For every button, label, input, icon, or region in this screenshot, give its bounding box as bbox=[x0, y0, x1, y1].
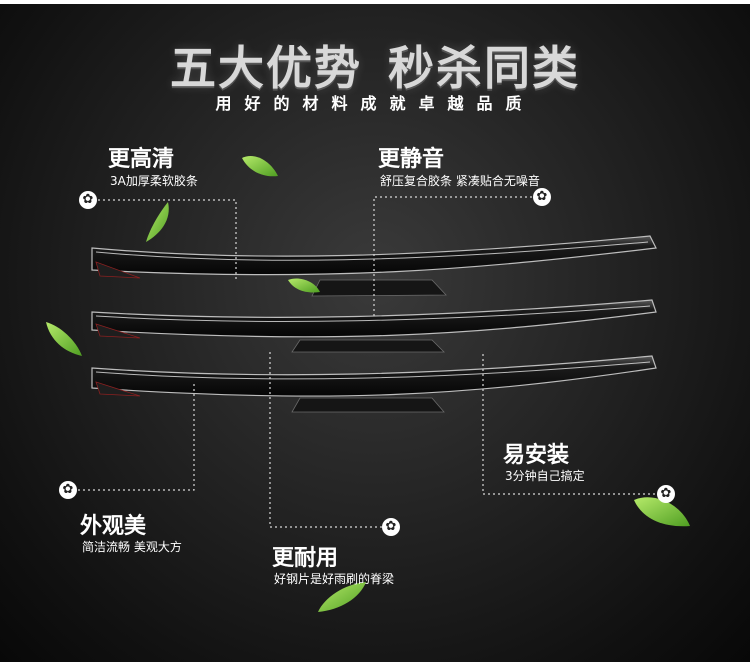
leader-clear bbox=[98, 199, 237, 282]
feature-install-desc: 3分钟自己搞定 bbox=[505, 469, 585, 483]
feature-quiet-title: 更静音 bbox=[378, 147, 445, 172]
leader-install bbox=[482, 354, 660, 495]
feature-look-title: 外观美 bbox=[80, 514, 147, 539]
flower-icon: ✿ bbox=[533, 188, 551, 206]
headline: 五大优势秒杀同类 bbox=[0, 32, 750, 98]
subheadline: 用好的材料成就卓越品质 bbox=[215, 94, 535, 113]
feature-durable-desc: 好钢片是好雨刷的脊梁 bbox=[274, 572, 395, 586]
wiper-blade-bottom bbox=[91, 355, 657, 413]
feature-quiet-desc: 舒压复合胶条 紧凑贴合无噪音 bbox=[380, 174, 540, 188]
leaf-icon bbox=[146, 202, 169, 242]
leaf-icon bbox=[46, 322, 82, 356]
wiper-blade-middle bbox=[91, 299, 657, 353]
headline-left: 五大优势 bbox=[170, 41, 362, 95]
leaf-icon bbox=[318, 582, 366, 612]
feature-look-desc: 简洁流畅 美观大方 bbox=[82, 540, 182, 554]
flower-icon: ✿ bbox=[657, 485, 675, 503]
leaf-icon bbox=[288, 278, 320, 293]
feature-install-title: 易安装 bbox=[503, 443, 570, 468]
leader-durable bbox=[269, 352, 382, 528]
top-border bbox=[0, 0, 750, 4]
feature-clear-desc: 3A加厚柔软胶条 bbox=[110, 174, 198, 188]
leader-lines bbox=[78, 196, 660, 528]
flower-icon: ✿ bbox=[59, 481, 77, 499]
flower-icon: ✿ bbox=[382, 518, 400, 536]
leaf-icon bbox=[242, 156, 278, 177]
flower-icon: ✿ bbox=[79, 191, 97, 209]
leaf-icon bbox=[634, 497, 690, 527]
leader-look bbox=[78, 382, 195, 491]
feature-clear-title: 更高清 bbox=[108, 147, 175, 172]
feature-durable-title: 更耐用 bbox=[272, 546, 339, 571]
headline-right: 秒杀同类 bbox=[388, 41, 580, 95]
